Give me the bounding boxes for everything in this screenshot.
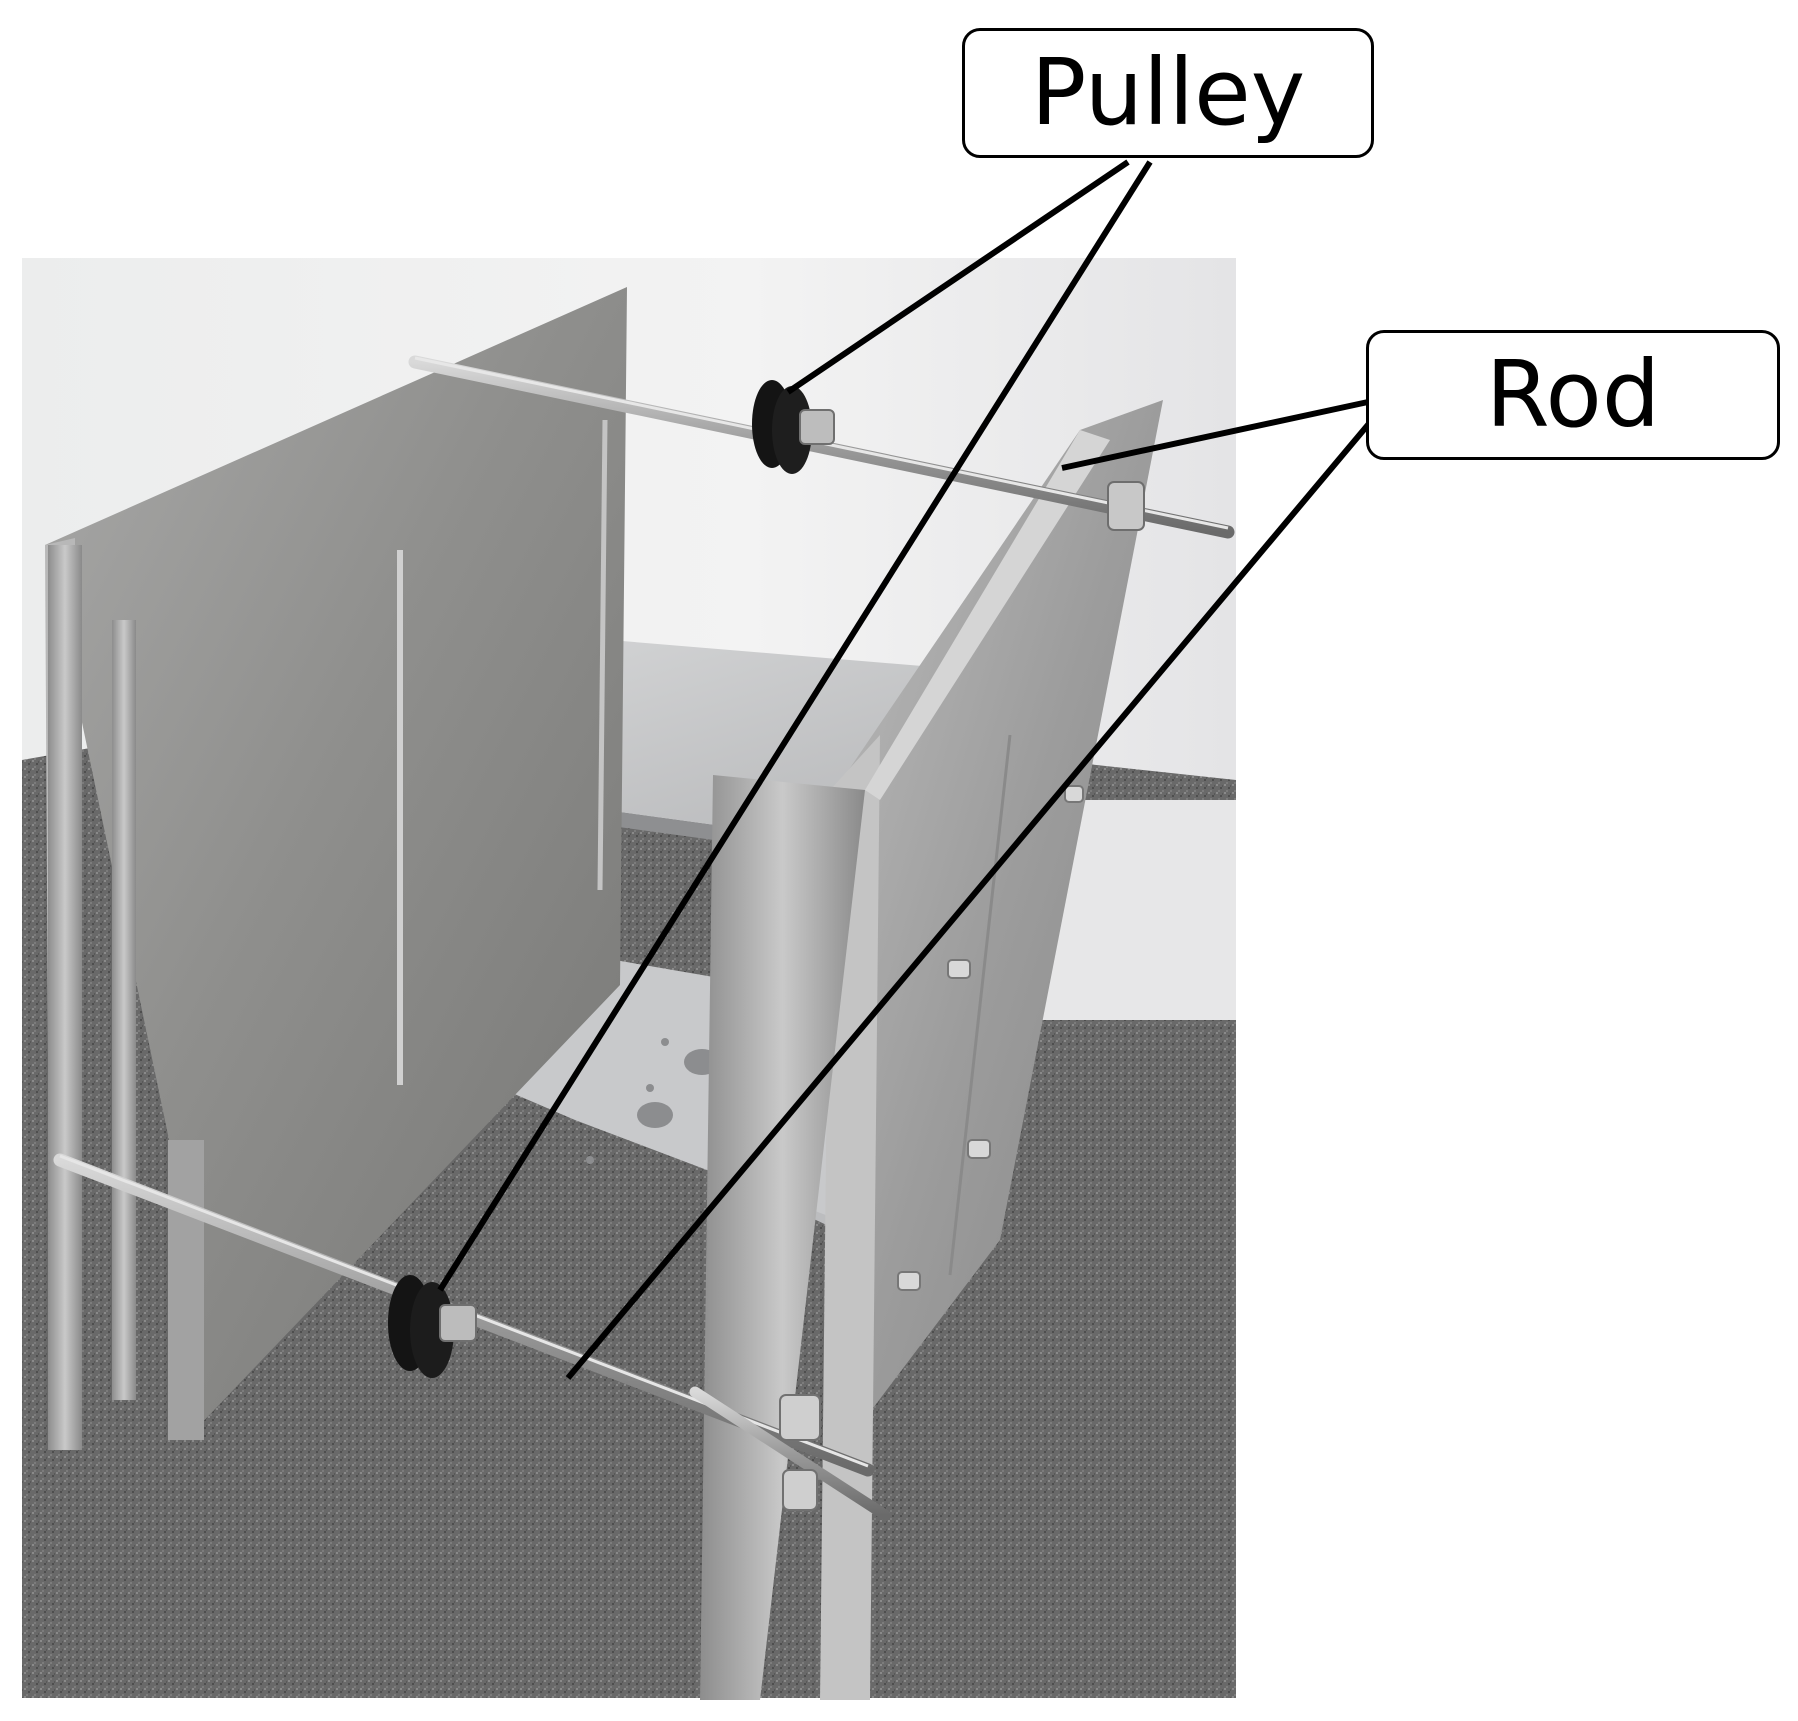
rod-label-text: Rod (1485, 341, 1661, 448)
right-front-bar (700, 775, 865, 1700)
rod-leader-lower (565, 418, 1375, 1380)
upper-rod (408, 355, 1235, 539)
right-plate-top-edge (865, 430, 1110, 800)
left-frame-bracket (168, 1140, 204, 1440)
rod-label: Rod (1366, 330, 1780, 460)
lower-rod-bracket (782, 1469, 818, 1511)
lower-rod-bracket (779, 1394, 821, 1441)
pulley-leader-upper (786, 159, 1130, 395)
leader-lines (437, 159, 1375, 1380)
rod-leader-upper (1061, 399, 1369, 471)
upper-rod-collar (1107, 481, 1145, 531)
upper-pulley (752, 380, 835, 474)
pulley-label-text: Pulley (1030, 39, 1306, 146)
right-side-plate (830, 400, 1163, 1465)
lower-right-rod (689, 1386, 891, 1521)
pulley-label: Pulley (962, 28, 1374, 158)
lower-pulley (388, 1275, 477, 1378)
right-plate-bolts (897, 785, 1084, 1291)
pulley-leader-lower (437, 160, 1153, 1292)
left-frame-bar (112, 620, 136, 1400)
left-frame-bar (48, 545, 82, 1450)
right-plate-wire (948, 734, 1012, 1276)
left-plate-slot (597, 419, 608, 891)
